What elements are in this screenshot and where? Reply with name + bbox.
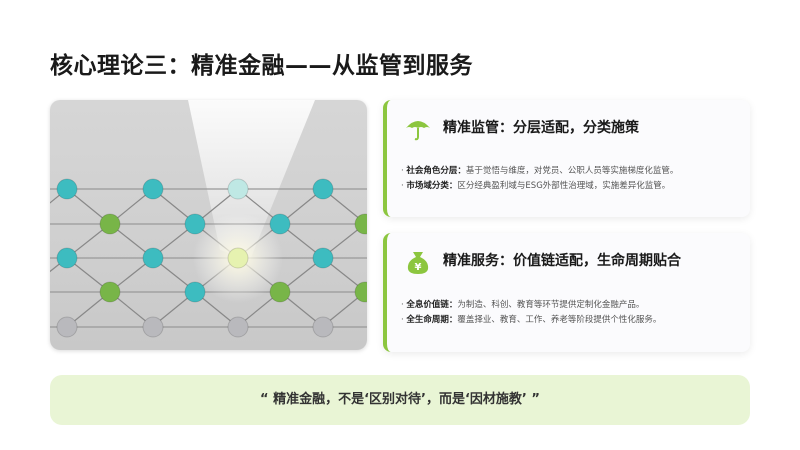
svg-text:¥: ¥ — [415, 262, 422, 273]
network-node — [354, 213, 367, 235]
network-node — [99, 281, 121, 303]
network-node — [142, 247, 164, 269]
network-node — [99, 213, 121, 235]
quote-banner: “ 精准金融，不是‘区别对待’，而是‘因材施教’ ” — [50, 375, 750, 425]
network-node — [56, 178, 78, 200]
network-node — [312, 247, 334, 269]
network-node — [227, 178, 249, 200]
bullet-item: · 市场域分类：区分经典盈利域与ESG外部性治理域，实施差异化监管。 — [401, 181, 671, 191]
network-node — [56, 247, 78, 269]
network-node — [269, 281, 291, 303]
node-network-graphic — [50, 100, 367, 338]
network-node — [312, 316, 334, 338]
card-heading: 精准监管：分层适配，分类施策 — [443, 120, 639, 136]
bullet-item: · 社会角色分层：基于觉悟与维度，对党员、公职人员等实施梯度化监管。 — [401, 166, 679, 176]
network-node — [354, 281, 367, 303]
card-precise-service: ¥ 精准服务：价值链适配，生命周期贴合 · 全息价值链：为制造、科创、教育等环节… — [383, 233, 750, 352]
money-bag-icon: ¥ — [407, 252, 429, 274]
network-illustration — [50, 100, 367, 350]
network-node — [56, 316, 78, 338]
network-node — [227, 247, 249, 269]
network-node — [184, 213, 206, 235]
network-node — [227, 316, 249, 338]
network-node — [142, 178, 164, 200]
network-node — [269, 213, 291, 235]
page-title: 核心理论三：精准金融——从监管到服务 — [50, 53, 473, 79]
card-heading: 精准服务：价值链适配，生命周期贴合 — [443, 253, 681, 269]
network-node — [184, 281, 206, 303]
network-node — [142, 316, 164, 338]
bullet-item: · 全息价值链：为制造、科创、教育等环节提供定制化金融产品。 — [401, 300, 645, 310]
network-node — [312, 178, 334, 200]
bullet-item: · 全生命周期：覆盖择业、教育、工作、养老等阶段提供个性化服务。 — [401, 315, 662, 325]
umbrella-icon — [406, 121, 430, 141]
card-precise-regulation: 精准监管：分层适配，分类施策 · 社会角色分层：基于觉悟与维度，对党员、公职人员… — [383, 100, 750, 217]
